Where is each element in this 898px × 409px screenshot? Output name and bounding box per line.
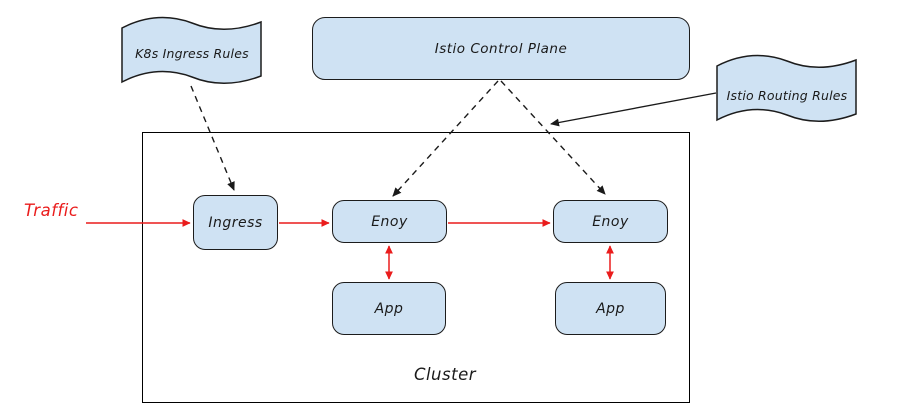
- envoy-node-1: Enoy: [332, 200, 447, 243]
- app-node-1: App: [332, 282, 446, 335]
- wavy-flag-shape: [121, 16, 262, 84]
- k8s-ingress-rules-label: K8s Ingress Rules: [135, 45, 249, 61]
- wavy-flag-shape: [716, 54, 857, 122]
- ingress-node: Ingress: [193, 195, 278, 250]
- app-2-label: App: [596, 300, 625, 317]
- app-1-label: App: [374, 300, 404, 317]
- envoy-1-label: Enoy: [371, 213, 408, 230]
- istio-control-plane-label: Istio Control Plane: [434, 40, 568, 57]
- ingress-label: Ingress: [208, 214, 263, 231]
- cluster-boundary: [142, 132, 690, 403]
- k8s-ingress-rules-flag: K8s Ingress Rules: [121, 14, 263, 92]
- edge-routingrules-pointer: [550, 92, 717, 127]
- istio-routing-rules-flag: Istio Routing Rules: [716, 52, 858, 130]
- istio-control-plane-node: Istio Control Plane: [312, 17, 690, 80]
- istio-routing-rules-label: Istio Routing Rules: [726, 88, 848, 103]
- envoy-node-2: Enoy: [553, 200, 668, 243]
- cluster-label: Cluster: [413, 365, 477, 384]
- envoy-2-label: Enoy: [592, 213, 629, 230]
- traffic-label: Traffic: [24, 201, 79, 220]
- app-node-2: App: [555, 282, 666, 335]
